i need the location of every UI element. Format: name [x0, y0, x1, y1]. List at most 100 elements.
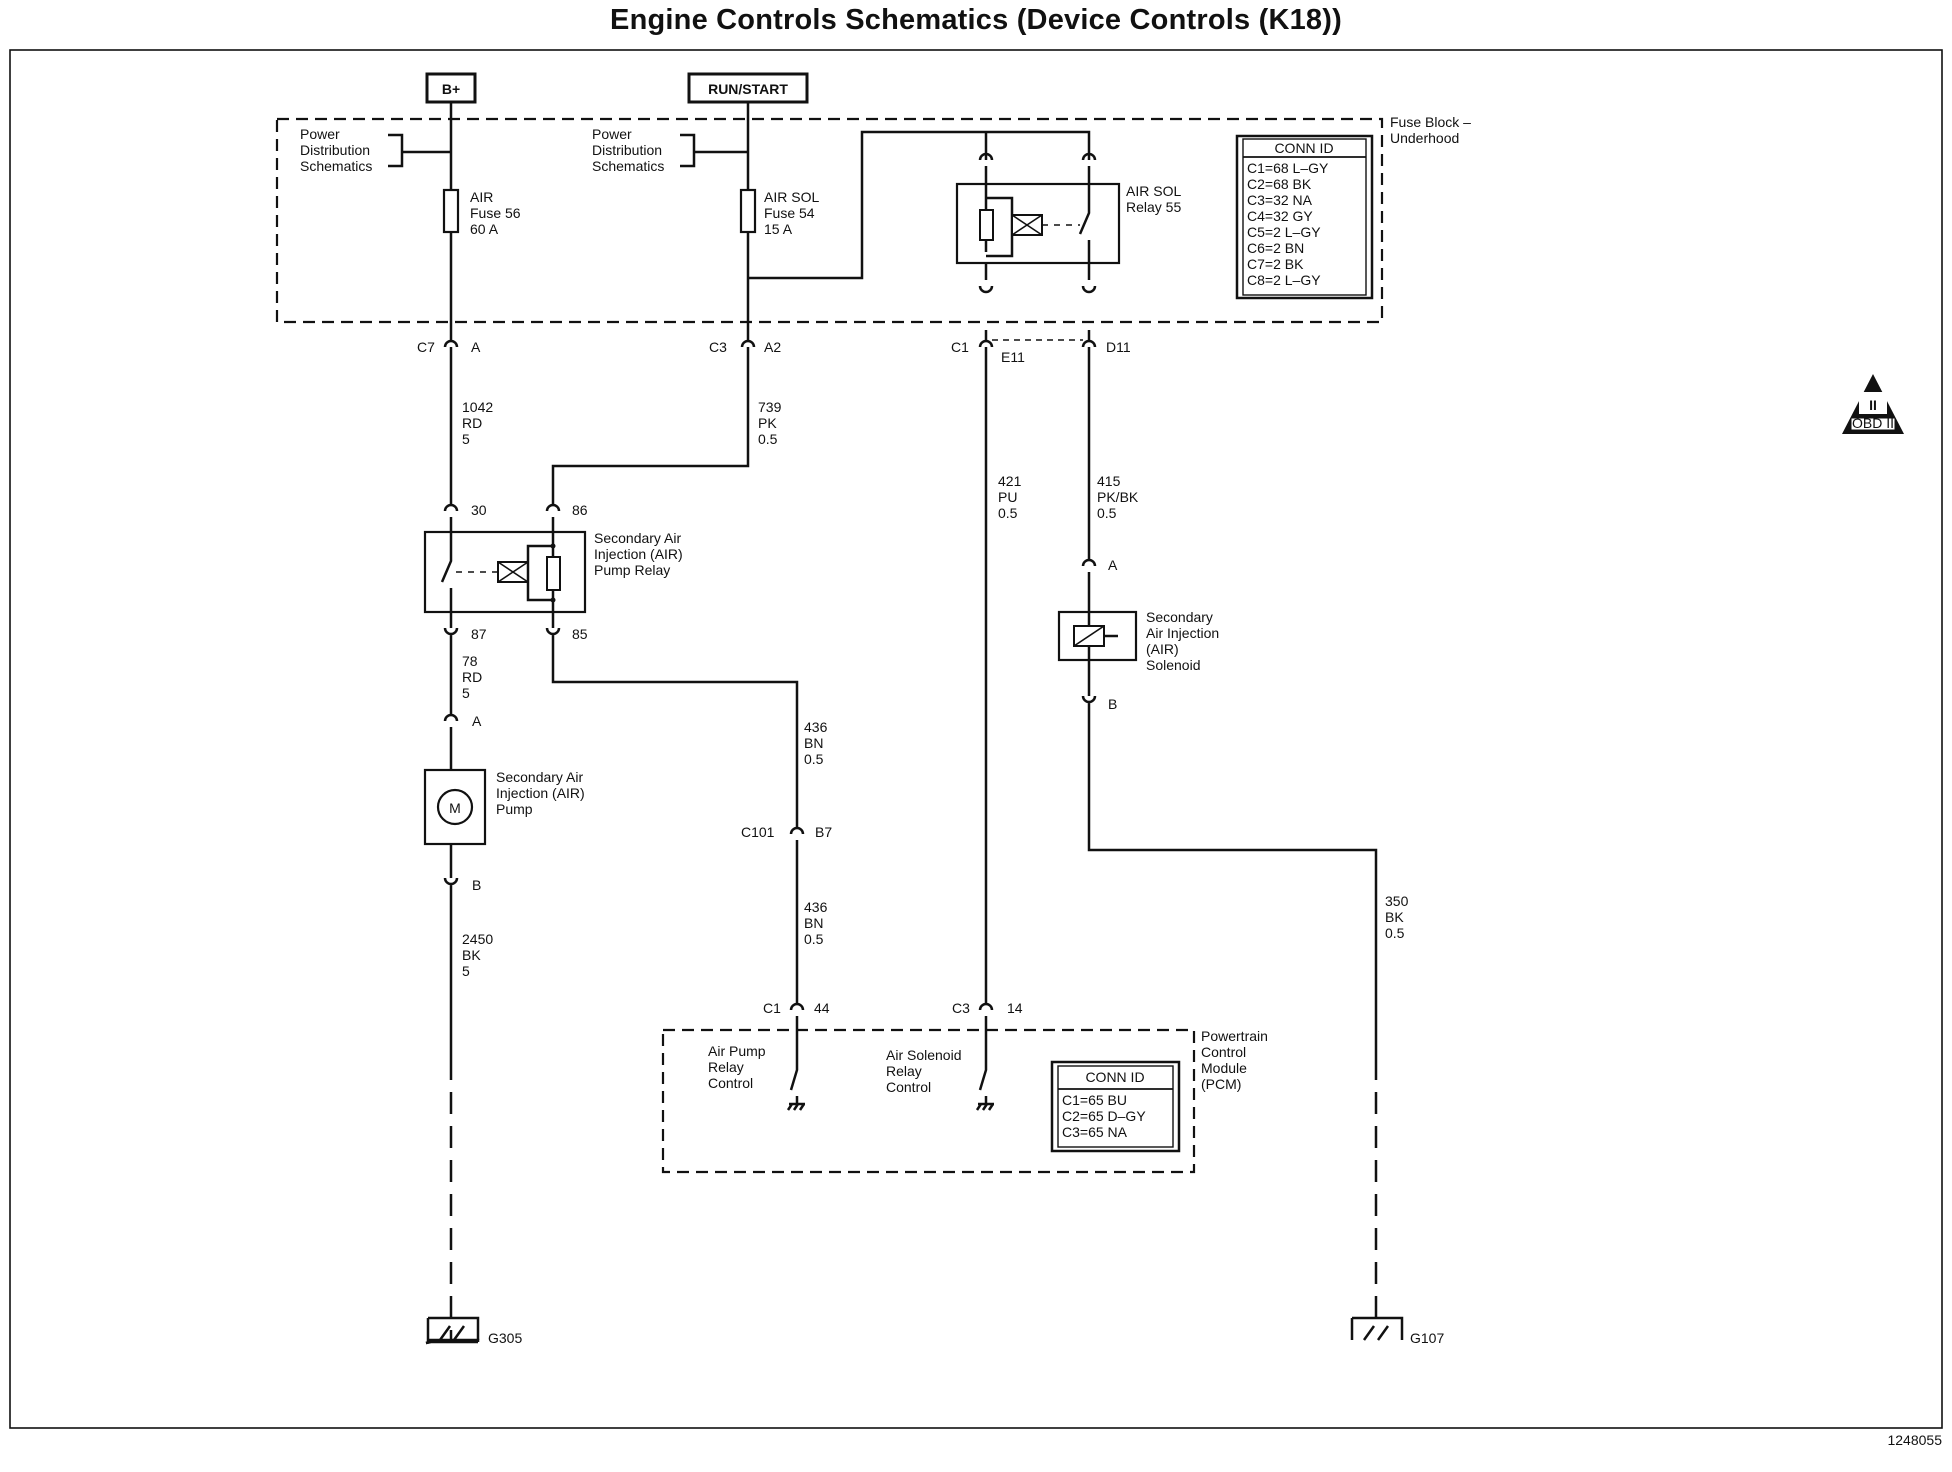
pcm-label: Powertrain — [1201, 1028, 1268, 1044]
pds-label-right-3: Schematics — [592, 158, 664, 174]
ground-g107 — [1350, 1316, 1404, 1341]
connector-d11 — [1081, 330, 1097, 360]
air-pump-relay-control-switch — [786, 1058, 806, 1111]
solenoid-label-4: Solenoid — [1146, 657, 1201, 673]
pump-pin-b — [443, 844, 459, 900]
solenoid-pin-b — [1081, 660, 1097, 718]
connector-c7 — [443, 330, 459, 360]
pcm-label-2: Control — [1201, 1044, 1246, 1060]
air-sol-ctrl-label-3: Control — [886, 1079, 931, 1095]
obd-ii-badge: II OBD II — [1842, 374, 1904, 434]
g107-label: G107 — [1410, 1330, 1444, 1346]
air-pump-ctrl-label-3: Control — [708, 1075, 753, 1091]
c7-pin-label: A — [471, 339, 481, 355]
pcm-c1-label: C1 — [763, 1000, 781, 1016]
wire-78-label: 78 — [462, 653, 478, 669]
wire-1042-gauge: 5 — [462, 431, 470, 447]
wire-739-label: 739 — [758, 399, 782, 415]
fuse-54 — [739, 188, 757, 234]
svg-text:C3=65 NA: C3=65 NA — [1062, 1124, 1128, 1140]
wire-2450-color: BK — [462, 947, 481, 963]
pds-bracket-right — [680, 133, 748, 168]
air-solenoid-relay-control-switch — [975, 1058, 995, 1111]
pin-85-label: 85 — [572, 626, 588, 642]
svg-text:C3=32 NA: C3=32 NA — [1247, 192, 1313, 208]
air-sol-ctrl-label-2: Relay — [886, 1063, 922, 1079]
svg-text:OBD II: OBD II — [1852, 415, 1894, 431]
fuse-56-label-3: 60 A — [470, 221, 499, 237]
pcm-label-3: Module — [1201, 1060, 1247, 1076]
wire-2450-gauge: 5 — [462, 963, 470, 979]
pump-relay-label: Secondary Air — [594, 530, 681, 546]
pump-pin-a — [443, 713, 459, 770]
pump-label-3: Pump — [496, 801, 533, 817]
c3-label: C3 — [709, 339, 727, 355]
pcm-c3-pin-label: 14 — [1007, 1000, 1023, 1016]
air-pump-relay — [423, 530, 587, 614]
connector-pcm-c3 — [978, 1002, 994, 1058]
air-sol-relay-55 — [955, 152, 1121, 294]
wire-78-color: RD — [462, 669, 482, 685]
solenoid-pin-a-label: A — [1108, 557, 1118, 573]
fuse-block-label-2: Underhood — [1390, 130, 1459, 146]
relay-55-label-2: Relay 55 — [1126, 199, 1181, 215]
fuse-56 — [442, 188, 460, 234]
ground-g305 — [426, 1316, 480, 1341]
svg-text:C1=68 L–GY: C1=68 L–GY — [1247, 160, 1329, 176]
wire-2450-label: 2450 — [462, 931, 493, 947]
wire-739-gauge: 0.5 — [758, 431, 778, 447]
air-sol-ctrl-label: Air Solenoid — [886, 1047, 962, 1063]
wire-739-color: PK — [758, 415, 777, 431]
run-start-source: RUN/START — [687, 72, 809, 104]
svg-text:M: M — [449, 800, 461, 816]
connector-c101 — [789, 826, 805, 858]
connector-c3 — [740, 330, 756, 360]
svg-text:C1=65 BU: C1=65 BU — [1062, 1092, 1127, 1108]
air-pump-ctrl-label-2: Relay — [708, 1059, 744, 1075]
solenoid-pin-a — [1081, 558, 1097, 612]
c101-pin-label: B7 — [815, 824, 832, 840]
solenoid-label-2: Air Injection — [1146, 625, 1219, 641]
c3-pin-label: A2 — [764, 339, 781, 355]
fuse-block-conn-id-table: CONN ID C1=68 L–GY C2=68 BK C3=32 NA C4=… — [1235, 134, 1374, 300]
air-pump-ctrl-label: Air Pump — [708, 1043, 766, 1059]
c7-label: C7 — [417, 339, 435, 355]
solenoid-label-3: (AIR) — [1146, 641, 1179, 657]
relay-55-label: AIR SOL — [1126, 183, 1181, 199]
svg-text:CONN ID: CONN ID — [1085, 1069, 1144, 1085]
wire-350 — [1087, 718, 1378, 1058]
pcm-c1-pin-label: 44 — [814, 1000, 830, 1016]
wire-350-gauge: 0.5 — [1385, 925, 1405, 941]
fuse-56-label: AIR — [470, 189, 493, 205]
d11-label: D11 — [1106, 339, 1131, 355]
pump-label-2: Injection (AIR) — [496, 785, 585, 801]
pump-pin-b-label: B — [472, 877, 481, 893]
svg-text:RUN/START: RUN/START — [708, 81, 788, 97]
g305-label: G305 — [488, 1330, 522, 1346]
pcm-conn-id-table: CONN ID C1=65 BU C2=65 D–GY C3=65 NA — [1050, 1060, 1181, 1153]
fuse-54-label-3: 15 A — [764, 221, 793, 237]
pin-30-label: 30 — [471, 502, 487, 518]
pump-label: Secondary Air — [496, 769, 583, 785]
wire-739 — [551, 360, 750, 505]
pds-label-left-2: Distribution — [300, 142, 370, 158]
solenoid-pin-b-label: B — [1108, 696, 1117, 712]
svg-text:C2=68 BK: C2=68 BK — [1247, 176, 1312, 192]
fuse-block-boundary — [275, 117, 1384, 324]
solenoid-label: Secondary — [1146, 609, 1213, 625]
wire-436-a — [551, 650, 799, 828]
pcm-c3-label: C3 — [952, 1000, 970, 1016]
fuse-54-label: AIR SOL — [764, 189, 819, 205]
pin-87-label: 87 — [471, 626, 487, 642]
pds-label-left: Power — [300, 126, 340, 142]
pin-86-label: 86 — [572, 502, 588, 518]
wire-415-label: 415 — [1097, 473, 1121, 489]
pcm-boundary — [661, 1028, 1196, 1174]
c1-label: C1 — [951, 339, 969, 355]
air-pump-motor: M — [423, 768, 487, 846]
pds-label-right-2: Distribution — [592, 142, 662, 158]
pump-relay-pin-86 — [545, 503, 561, 532]
fuse-block-label: Fuse Block – — [1390, 114, 1471, 130]
wire-415-color: PK/BK — [1097, 489, 1139, 505]
